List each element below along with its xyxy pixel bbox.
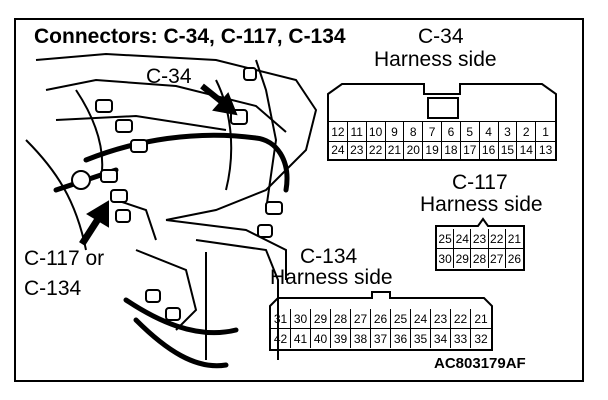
c134-pin-31: 31 [271,309,291,328]
c134-pin-37: 37 [371,329,391,348]
c34-pin-21: 21 [386,140,405,159]
c134-callout-label: C-134 [24,277,82,300]
c117-housing [435,217,525,271]
c134-pin-41: 41 [291,329,311,348]
c34-pin-17: 17 [461,140,480,159]
c117-pin-25: 25 [437,229,455,248]
c134-pin-28: 28 [331,309,351,328]
c134-pin-27: 27 [351,309,371,328]
c34-pin-7: 7 [423,122,442,141]
c34-pin-18: 18 [442,140,461,159]
c117-pin-24: 24 [454,229,472,248]
diagram-title: Connectors: C-34, C-117, C-134 [34,25,346,48]
c134-pin-38: 38 [351,329,371,348]
c134-pin-36: 36 [391,329,411,348]
c34-pin-5: 5 [461,122,480,141]
c134-heading: C-134 [300,245,358,268]
c117-pin-29: 29 [454,249,472,268]
c34-pin-22: 22 [367,140,386,159]
c117-pin-28: 28 [471,249,489,268]
c34-heading: C-34 [418,25,464,48]
c117-harness-side-label: Harness side [420,193,543,216]
c117-heading: C-117 [452,171,508,194]
diagram-frame: Connectors: C-34, C-117, C-134 C-34 Harn… [14,18,584,382]
c34-pin-1: 1 [542,124,549,139]
c34-pin-3: 3 [499,122,518,141]
c117-pin-27: 27 [489,249,506,268]
c134-pin-22: 22 [451,309,471,328]
c34-harness-side-label: Harness side [374,48,497,71]
c117-pin-30: 30 [437,249,455,268]
c34-housing [327,83,557,161]
c117-pin-26: 26 [507,251,522,266]
c134-pin-39: 39 [331,329,351,348]
c34-pin-20: 20 [404,140,424,159]
c134-harness-side-label: Harness side [270,266,393,289]
c34-pin-8: 8 [404,122,424,141]
c117-or-callout-label: C-117 or [24,247,105,270]
c34-pin-4: 4 [480,122,499,141]
c34-pin-11: 11 [348,122,367,141]
c117-pin-21: 21 [507,231,522,246]
dashboard-illustration [25,52,318,369]
c34-pin-9: 9 [386,122,405,141]
c34-pin-6: 6 [442,122,461,141]
c134-pin-26: 26 [371,309,391,328]
c117-pin-23: 23 [471,229,489,248]
c134-pin-23: 23 [431,309,451,328]
c134-pin-34: 34 [431,329,451,348]
c117-pin-22: 22 [489,229,506,248]
c34-pin-12: 12 [329,122,348,141]
c34-pin-10: 10 [367,122,386,141]
connector-housings [269,83,557,351]
figure-id: AC803179AF [434,355,526,372]
c34-pin-19: 19 [423,140,442,159]
c34-pin-14: 14 [517,140,537,159]
c134-pin-29: 29 [311,309,331,328]
c134-pin-30: 30 [291,309,311,328]
c34-pin-15: 15 [499,140,518,159]
c34-pin-2: 2 [517,122,537,141]
c34-pin-16: 16 [480,140,499,159]
c34-pin-23: 23 [348,140,367,159]
c134-pin-24: 24 [411,309,431,328]
c34-pin-24: 24 [329,140,348,159]
c134-pin-40: 40 [311,329,331,348]
c34-pin-13: 13 [538,142,553,157]
c34-callout-label: C-34 [146,65,192,88]
c134-pin-42: 42 [271,329,291,348]
c34-key [427,97,459,119]
c134-housing [269,291,493,351]
c134-pin-21: 21 [474,311,488,326]
c134-pin-35: 35 [411,329,431,348]
c134-pin-25: 25 [391,309,411,328]
c134-pin-33: 33 [451,329,471,348]
c134-pin-32: 32 [474,331,488,346]
